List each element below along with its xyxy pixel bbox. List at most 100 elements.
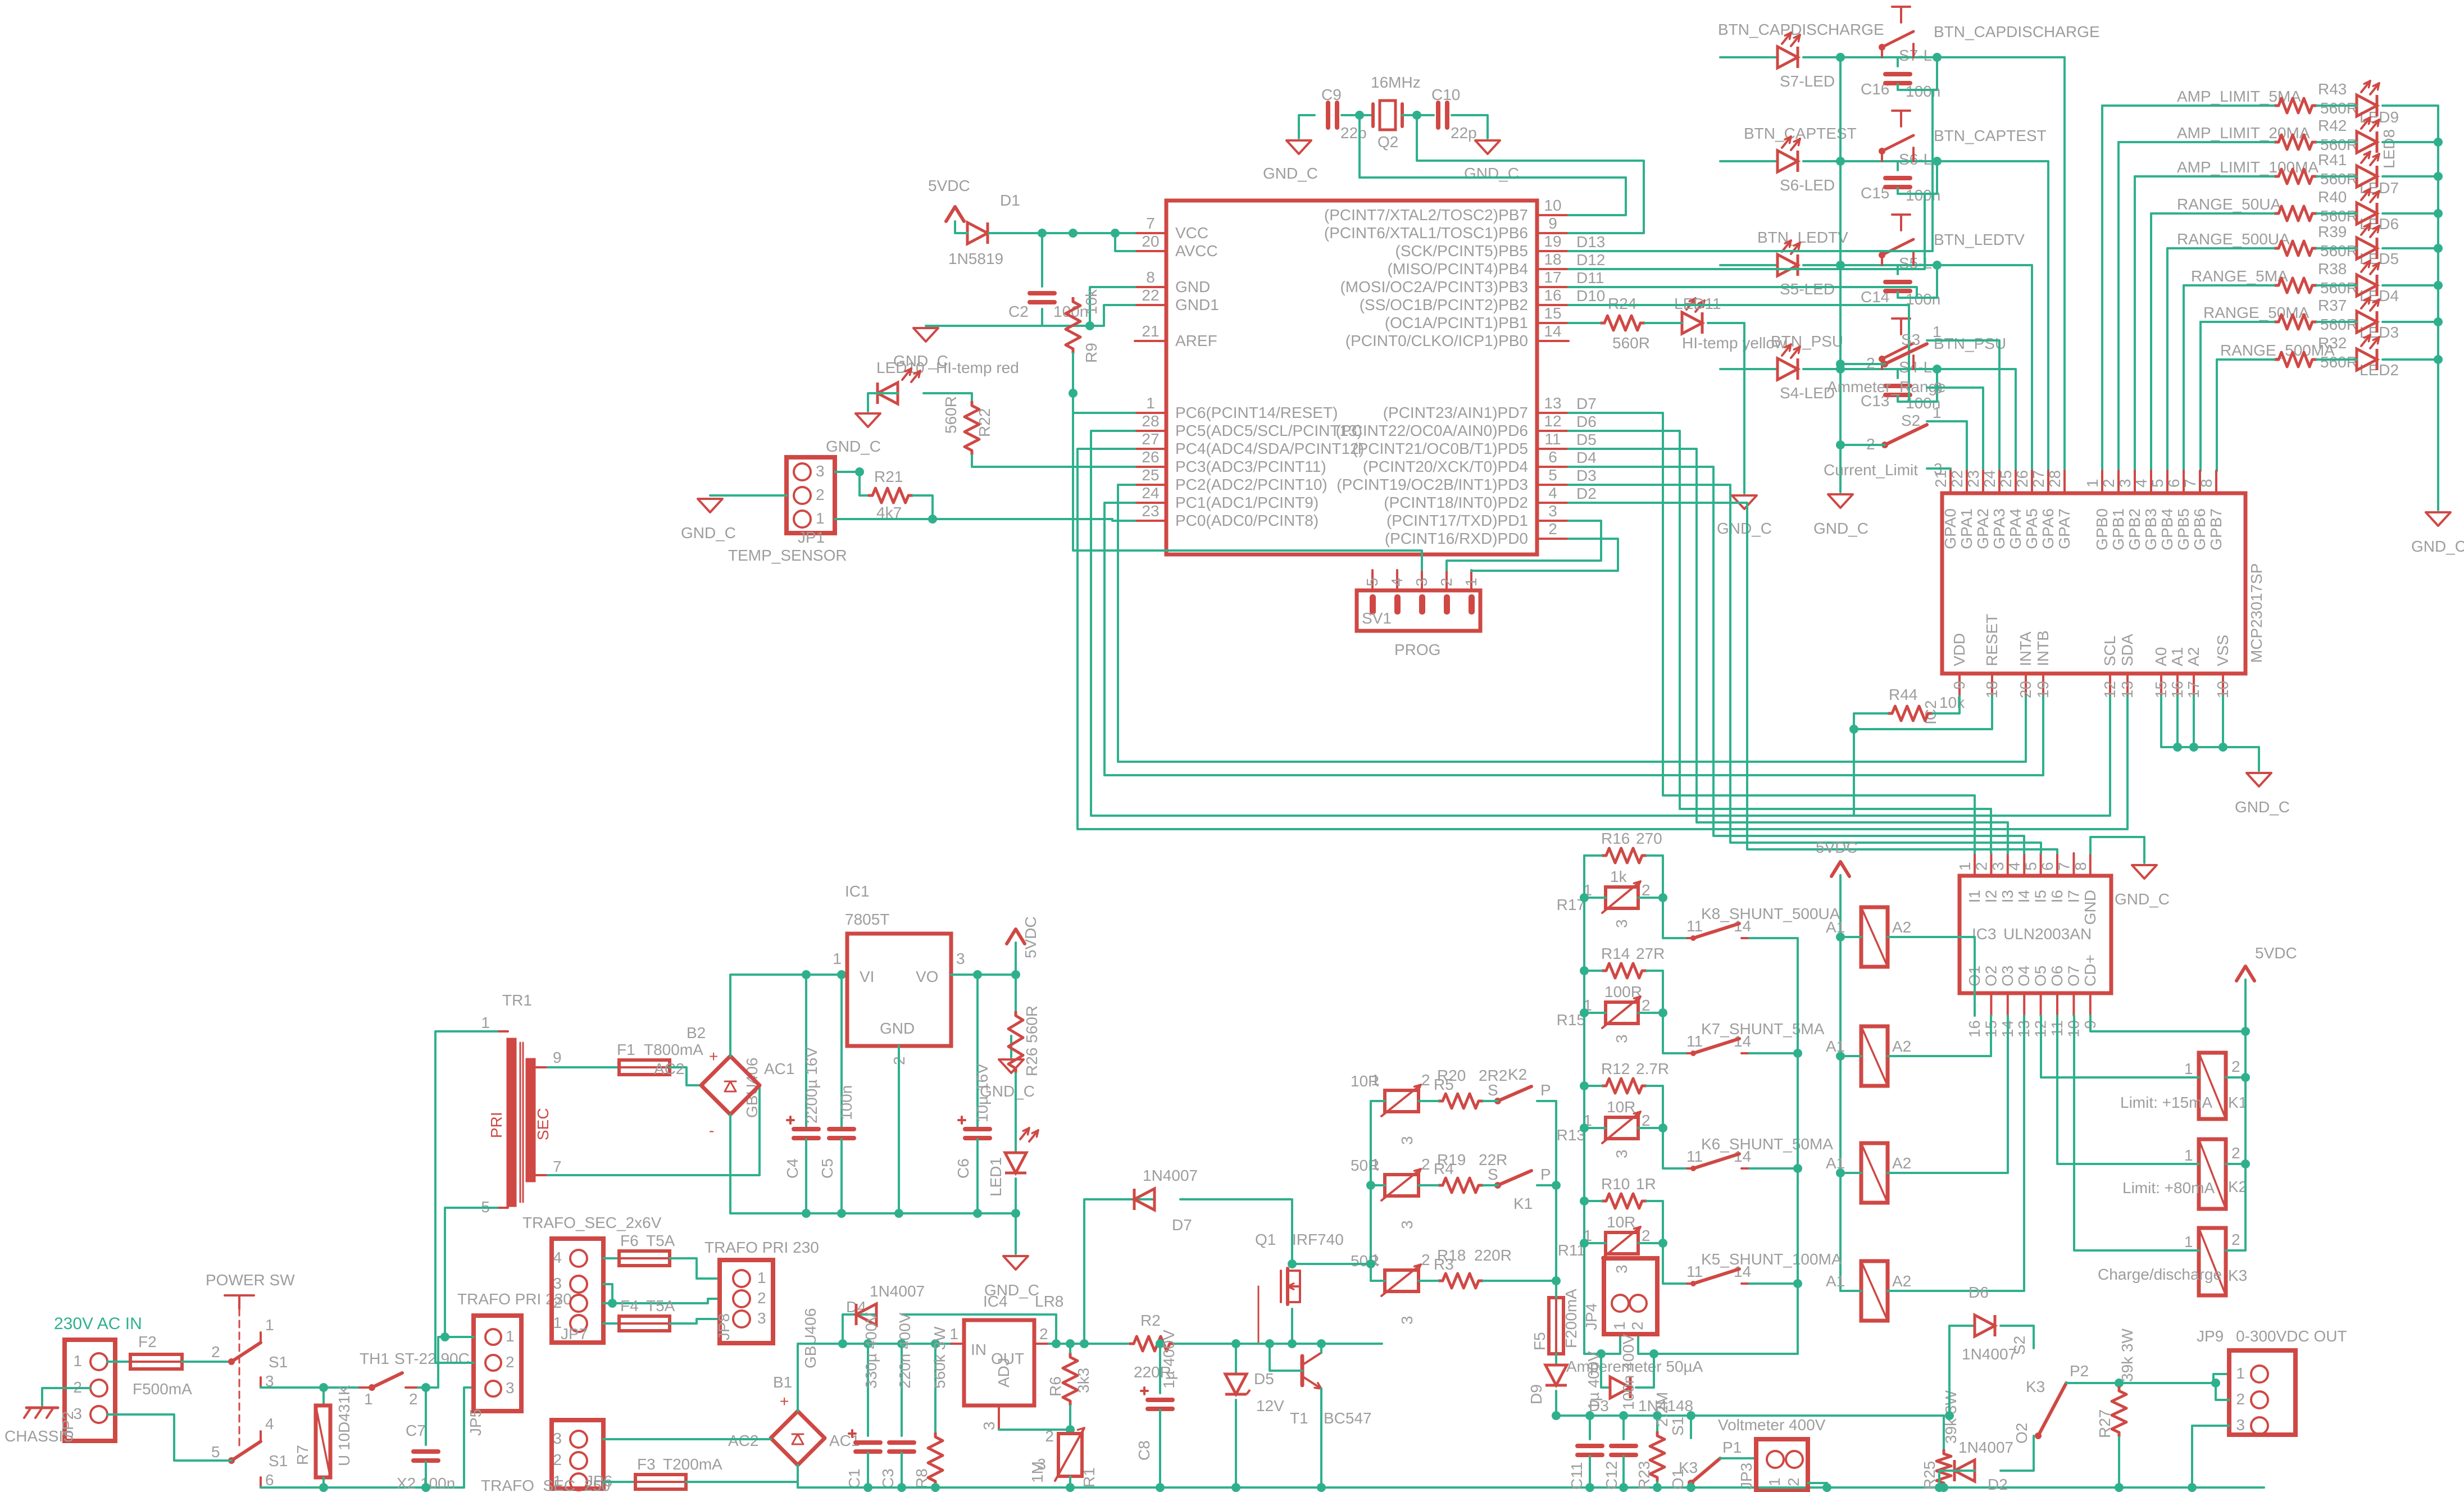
label: R8: [913, 1468, 930, 1489]
label: GND_C: [1717, 520, 1772, 537]
label: GND_C: [893, 352, 948, 370]
junction-dot: [1945, 1411, 1954, 1420]
pot-wiper: [1601, 1111, 1642, 1144]
pin-label: GPB1: [2110, 508, 2127, 551]
pin-label: GPB6: [2191, 508, 2208, 551]
label: R37: [2318, 297, 2347, 314]
arrow-head: [1793, 34, 1801, 43]
junction-dot: [1658, 1008, 1667, 1017]
label: 2: [1642, 997, 1651, 1014]
label: R6: [1047, 1376, 1064, 1397]
label: K1: [1513, 1195, 1533, 1212]
pin-label: 5: [1363, 577, 1381, 586]
label: 10k: [1083, 289, 1100, 315]
label: 3: [73, 1405, 82, 1422]
pin-label: 8: [2072, 862, 2089, 871]
arrow-head: [1784, 239, 1792, 248]
resistor: [1438, 1092, 1483, 1110]
mcp23017-ic-box: [1940, 491, 2248, 676]
wire: [1600, 1353, 1611, 1389]
relay-diagonal: [1860, 1260, 1889, 1322]
resistor: [2274, 276, 2317, 294]
pin-label: 2: [1972, 862, 1990, 871]
led-arrow: [2369, 153, 2380, 166]
label: P1: [1722, 1439, 1742, 1456]
label: TRAFO_SEC_2x6V: [522, 1214, 662, 1231]
led-arrow: [1019, 1127, 1030, 1140]
pin-label: 4: [2133, 479, 2150, 488]
junction-dot: [319, 1383, 328, 1392]
label: BTN_CAPDISCHARGE: [1718, 21, 1884, 38]
pin-label: GPB0: [2093, 508, 2111, 551]
label: 3: [553, 1275, 562, 1292]
connector-pin: [89, 1352, 108, 1371]
label: GND_C: [826, 438, 881, 455]
wire: [1298, 114, 1316, 139]
header-pin: [1370, 594, 1376, 615]
label: B2: [687, 1024, 706, 1041]
label: Q1: [1255, 1231, 1276, 1248]
label: 6: [265, 1471, 274, 1489]
label: 1: [1766, 1477, 1783, 1486]
wire: [1103, 304, 1136, 327]
pin-label: AREF: [1175, 332, 1217, 349]
pin-label: (PCINT18/INT0)PD2: [1384, 494, 1528, 511]
label: Limit: +15mA: [2120, 1094, 2212, 1111]
led-arrow: [2360, 116, 2371, 130]
pin-label: 20: [1142, 233, 1159, 250]
pin-label: R43: [2318, 80, 2347, 98]
label: D9: [1528, 1384, 1545, 1404]
label: ADJ: [995, 1358, 1012, 1388]
pot-wiper: [1380, 1084, 1422, 1117]
pin-label: (OC1A/PCINT1)PB1: [1385, 314, 1528, 331]
arrow-head: [1031, 1129, 1039, 1138]
label: A2: [1892, 1038, 1911, 1055]
junction-dot: [1069, 229, 1078, 238]
pot-wiper: [1601, 880, 1642, 914]
pin-label: 16: [1544, 286, 1561, 304]
pin-label: (PCINT21/OC0B/T1)PD5: [1352, 440, 1528, 457]
label: 16MHz: [1371, 74, 1421, 91]
label: 5VDC: [1022, 916, 1039, 958]
label: 2: [1421, 1156, 1430, 1173]
label: CHASSIS: [4, 1427, 74, 1445]
relay-diagonal: [1860, 1025, 1889, 1087]
led-arrow: [2360, 222, 2371, 236]
connector-jp6: [549, 1418, 606, 1491]
label: K3: [2228, 1267, 2247, 1284]
junction-dot: [1849, 725, 1858, 734]
label: O1: [1669, 1469, 1686, 1490]
ground-symbol: [697, 498, 724, 513]
label: 3: [816, 462, 825, 480]
label: TRAFO PRI 230: [704, 1239, 819, 1256]
connector-jp2: [62, 1338, 117, 1443]
arrow-head: [2363, 188, 2371, 197]
switch-s2: [1883, 423, 1929, 447]
led: [2355, 129, 2380, 156]
resistor-r44: [1888, 704, 1933, 722]
label: 100n: [1906, 290, 1940, 308]
resistor: [1438, 1176, 1483, 1194]
pin-label: GPA3: [1990, 508, 2008, 549]
wire: [1853, 712, 1889, 817]
label: 5VDC: [2255, 944, 2297, 962]
connector-pin: [89, 1379, 108, 1398]
label: GND_C: [1263, 165, 1318, 182]
wire: [1451, 114, 1489, 139]
pin-label: 10: [1544, 197, 1561, 214]
label: F3: [637, 1455, 656, 1473]
pin-label: 6: [2165, 479, 2183, 488]
relay-diagonal: [2198, 1052, 2227, 1120]
wire: [434, 1030, 498, 1364]
junction-dot: [863, 1339, 872, 1348]
junction-dot: [1836, 360, 1845, 369]
bridge-diode: [791, 1433, 804, 1445]
label: LED11: [1674, 295, 1721, 312]
led-arrow: [1781, 239, 1792, 253]
label: R40: [2318, 188, 2347, 206]
wire: [2056, 1015, 2200, 1165]
label: 2: [757, 1289, 766, 1307]
label: 3: [980, 1421, 998, 1430]
label: 2: [1421, 1071, 1430, 1089]
pin-label: 5: [2022, 862, 2040, 871]
